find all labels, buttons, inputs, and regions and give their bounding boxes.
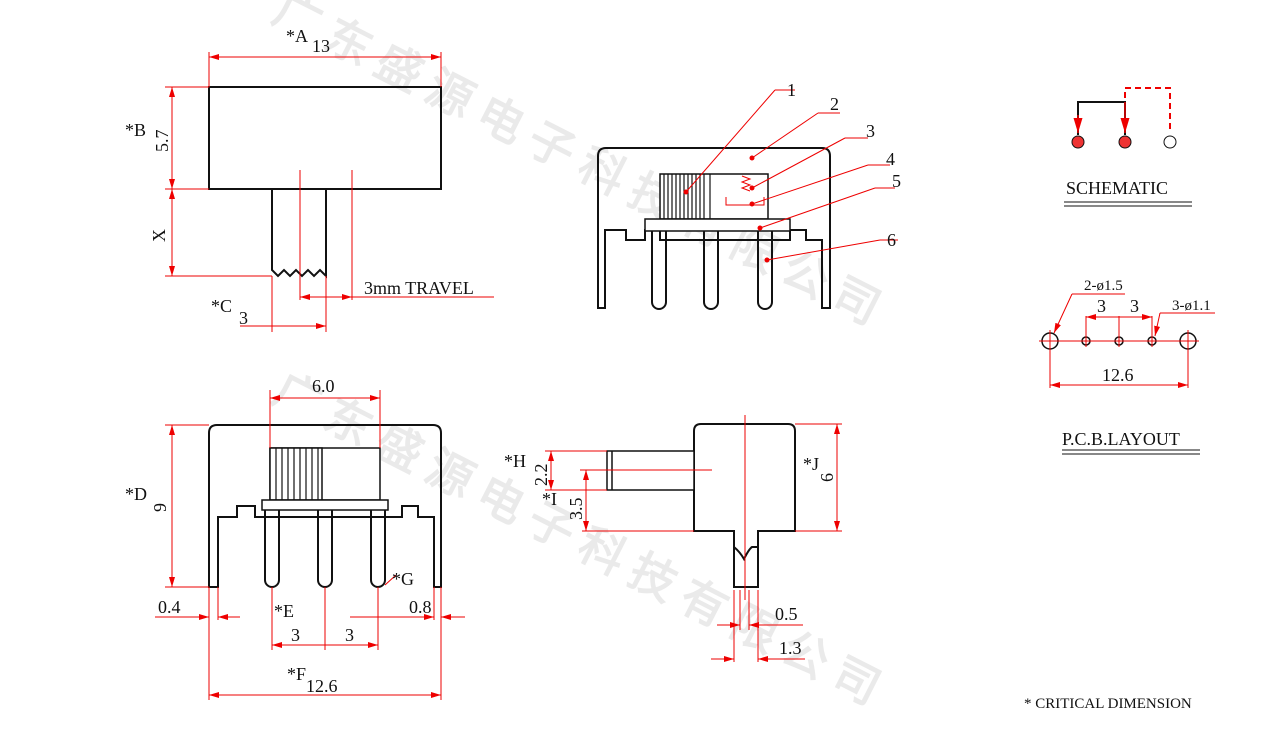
side-view: *H 2.2 *I 3.5 *J 6 0.5 1.3 (504, 415, 842, 662)
dim-i-value: 3.5 (566, 498, 586, 521)
dim-e-label: *E (274, 601, 294, 621)
pcb-pitch-1: 3 (1097, 296, 1106, 316)
dim-h-label: *H (504, 451, 526, 471)
dim-c-value: 3 (239, 308, 248, 328)
top-view: *A 13 *B 5.7 X *C 3 3mm TRAVEL (125, 26, 494, 332)
svg-text:广东盛源电子科技有限公司: 广东盛源电子科技有限公司 (265, 0, 899, 340)
dim-g-label: *G (392, 569, 414, 589)
dim-pin-thickness: 0.5 (775, 604, 798, 624)
dim-i-label: *I (542, 489, 557, 509)
travel-label: 3mm TRAVEL (364, 278, 474, 298)
pcb-small-holes: 3-ø1.1 (1172, 298, 1211, 314)
callout-3: 3 (866, 121, 875, 141)
svg-text:广东盛源电子科技有限公司: 广东盛源电子科技有限公司 (265, 362, 899, 721)
dim-d-label: *D (125, 484, 147, 504)
dim-right-gap: 0.8 (409, 597, 432, 617)
pcb-big-holes: 2-ø1.5 (1084, 278, 1123, 294)
callout-2: 2 (830, 94, 839, 114)
pcb-span: 12.6 (1102, 365, 1134, 385)
callout-6: 6 (887, 230, 896, 250)
dim-pin-width: 1.3 (779, 638, 802, 658)
dim-f-value: 12.6 (306, 676, 338, 696)
dim-left-gap: 0.4 (158, 597, 181, 617)
dim-j-label: *J (803, 454, 819, 474)
dim-e-value: 3 (291, 625, 300, 645)
dim-b-label: *B (125, 120, 146, 140)
schematic: SCHEMATIC (1064, 87, 1192, 207)
pcb-layout: 2-ø1.5 3-ø1.1 3 3 12.6 P.C.B.LAYOUT (1039, 278, 1215, 455)
dim-h-value: 2.2 (531, 464, 551, 487)
pcb-pitch-2: 3 (1130, 296, 1139, 316)
section-view: 1 2 3 4 5 6 (597, 80, 901, 310)
front-view: 6.0 *D 9 0.4 0.8 *G *E 3 3 *F 12.6 (125, 376, 465, 700)
watermark: 广东盛源电子科技有限公司 广东盛源电子科技有限公司 (265, 0, 899, 720)
dim-f-label: *F (287, 664, 306, 684)
critical-dimension-note: * CRITICAL DIMENSION (1024, 696, 1192, 712)
dim-x-label: X (149, 229, 169, 242)
dim-c-label: *C (211, 296, 232, 316)
dim-b-value: 5.7 (152, 130, 172, 153)
dim-a-value: 13 (312, 36, 330, 56)
dim-d-value: 9 (150, 503, 170, 512)
dim-width-top: 6.0 (312, 376, 335, 396)
callout-4: 4 (886, 149, 895, 169)
dim-a-label: *A (286, 26, 308, 46)
schematic-title: SCHEMATIC (1066, 178, 1168, 198)
dim-j-value: 6 (817, 473, 837, 482)
callout-5: 5 (892, 171, 901, 191)
dim-e-value-2: 3 (345, 625, 354, 645)
callout-1: 1 (787, 80, 796, 100)
pcb-title: P.C.B.LAYOUT (1062, 429, 1180, 449)
